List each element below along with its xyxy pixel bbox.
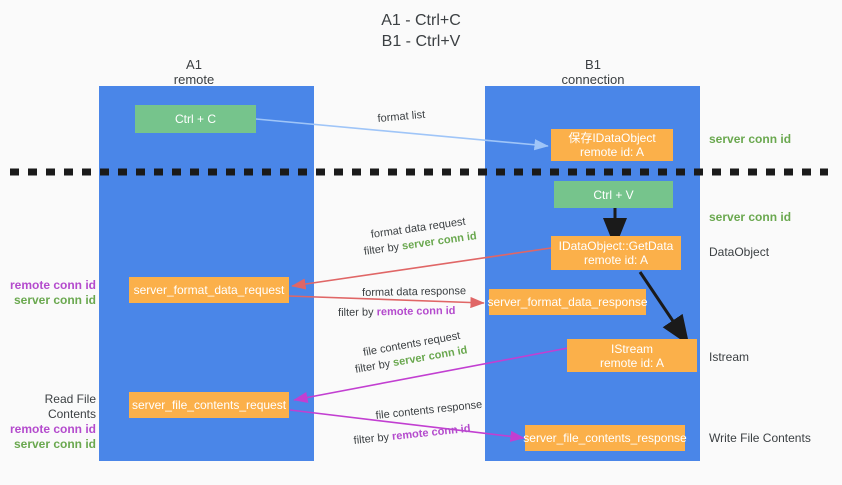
column-header-b1: B1 connection bbox=[533, 57, 653, 87]
node-server-file-contents-response-label: server_file_contents_response bbox=[523, 431, 687, 445]
column-header-a1: A1 remote bbox=[134, 57, 254, 87]
edge-label-file-contents-response: file contents response bbox=[375, 398, 483, 423]
node-server-format-data-request[interactable]: server_format_data_request bbox=[129, 277, 289, 303]
annotation-dataobject-text: DataObject bbox=[709, 245, 770, 259]
node-server-format-data-request-label: server_format_data_request bbox=[133, 283, 285, 297]
annotation-remote-conn-id-file: remote conn id bbox=[9, 422, 96, 436]
node-idataobject-getdata[interactable]: IDataObject::GetData remote id: A bbox=[551, 236, 681, 270]
annotation-read-file-contents: Read File Contents remote conn id server… bbox=[6, 392, 96, 452]
page-title: A1 - Ctrl+C B1 - Ctrl+V bbox=[0, 10, 842, 52]
annotation-istream-text: Istream bbox=[709, 350, 750, 364]
edge-label-format-list: format list bbox=[377, 108, 426, 126]
annotation-server-conn-id-format: server conn id bbox=[13, 293, 96, 307]
title-line-2: B1 - Ctrl+V bbox=[381, 33, 461, 50]
node-ctrl-v-label: Ctrl + V bbox=[593, 187, 634, 202]
column-header-a1-sub: remote bbox=[173, 72, 215, 87]
node-server-format-data-response-label: server_format_data_response bbox=[487, 295, 648, 309]
column-header-b1-sub: connection bbox=[561, 72, 625, 87]
edge-label-filter-by-1: filter by bbox=[363, 241, 400, 258]
annotation-server-conn-id-file: server conn id bbox=[13, 437, 96, 451]
node-istream-line2: remote id: A bbox=[599, 355, 665, 370]
node-ctrl-c[interactable]: Ctrl + C bbox=[135, 105, 256, 133]
annotation-read-file-contents-text: Read File Contents bbox=[44, 392, 96, 421]
edge-label-filter-by-4: filter by bbox=[353, 431, 390, 447]
edge-label-filter-by-3: filter by bbox=[354, 357, 392, 376]
annotation-server-conn-id-top-text: server conn id bbox=[709, 132, 792, 146]
node-server-format-data-response[interactable]: server_format_data_response bbox=[487, 289, 648, 315]
annotation-write-file-contents: Write File Contents bbox=[709, 431, 811, 446]
node-idataobject-getdata-line2: remote id: A bbox=[583, 253, 649, 267]
edge-label-file-contents-response-filter: filter by remote conn id bbox=[353, 422, 471, 448]
annotation-istream: Istream bbox=[709, 350, 749, 365]
edge-label-format-data-response-filter: filter by remote conn id bbox=[338, 304, 456, 320]
node-ctrl-v[interactable]: Ctrl + V bbox=[554, 181, 673, 208]
node-server-file-contents-request[interactable]: server_file_contents_request bbox=[129, 392, 289, 418]
column-header-b1-name: B1 bbox=[585, 57, 601, 72]
node-save-idataobject-line1: 保存IDataObject bbox=[568, 131, 656, 145]
node-server-file-contents-response[interactable]: server_file_contents_response bbox=[523, 425, 687, 451]
node-server-file-contents-request-label: server_file_contents_request bbox=[131, 398, 287, 412]
annotation-server-conn-id-mid-text: server conn id bbox=[709, 210, 792, 224]
annotation-remote-conn-id-format: remote conn id bbox=[10, 278, 97, 292]
edge-label-format-data-response-text: format data response bbox=[362, 285, 467, 299]
annotation-server-conn-id-mid: server conn id bbox=[709, 210, 791, 225]
node-istream-line1: IStream bbox=[610, 341, 653, 356]
edge-label-file-contents-response-text: file contents response bbox=[375, 398, 483, 422]
annotation-write-file-contents-text: Write File Contents bbox=[709, 431, 811, 445]
edge-label-filter-by-2: filter by bbox=[338, 306, 374, 319]
node-istream[interactable]: IStream remote id: A bbox=[567, 339, 697, 372]
title-line-1: A1 - Ctrl+C bbox=[381, 12, 461, 29]
edge-label-format-list-text: format list bbox=[377, 108, 426, 125]
node-ctrl-c-label: Ctrl + C bbox=[174, 112, 216, 126]
edge-label-format-data-response: format data response bbox=[362, 284, 466, 300]
node-save-idataobject[interactable]: 保存IDataObject remote id: A bbox=[551, 129, 673, 161]
annotation-server-conn-id-top: server conn id bbox=[709, 132, 791, 147]
edge-label-remote-conn-id-2: remote conn id bbox=[376, 304, 456, 319]
node-idataobject-getdata-line1: IDataObject::GetData bbox=[558, 239, 674, 253]
annotation-conn-ids-format: remote conn id server conn id bbox=[10, 278, 96, 308]
column-header-a1-name: A1 bbox=[186, 57, 202, 72]
edge-label-remote-conn-id-4: remote conn id bbox=[391, 422, 472, 443]
annotation-dataobject: DataObject bbox=[709, 245, 769, 260]
node-save-idataobject-line2: remote id: A bbox=[579, 145, 645, 159]
